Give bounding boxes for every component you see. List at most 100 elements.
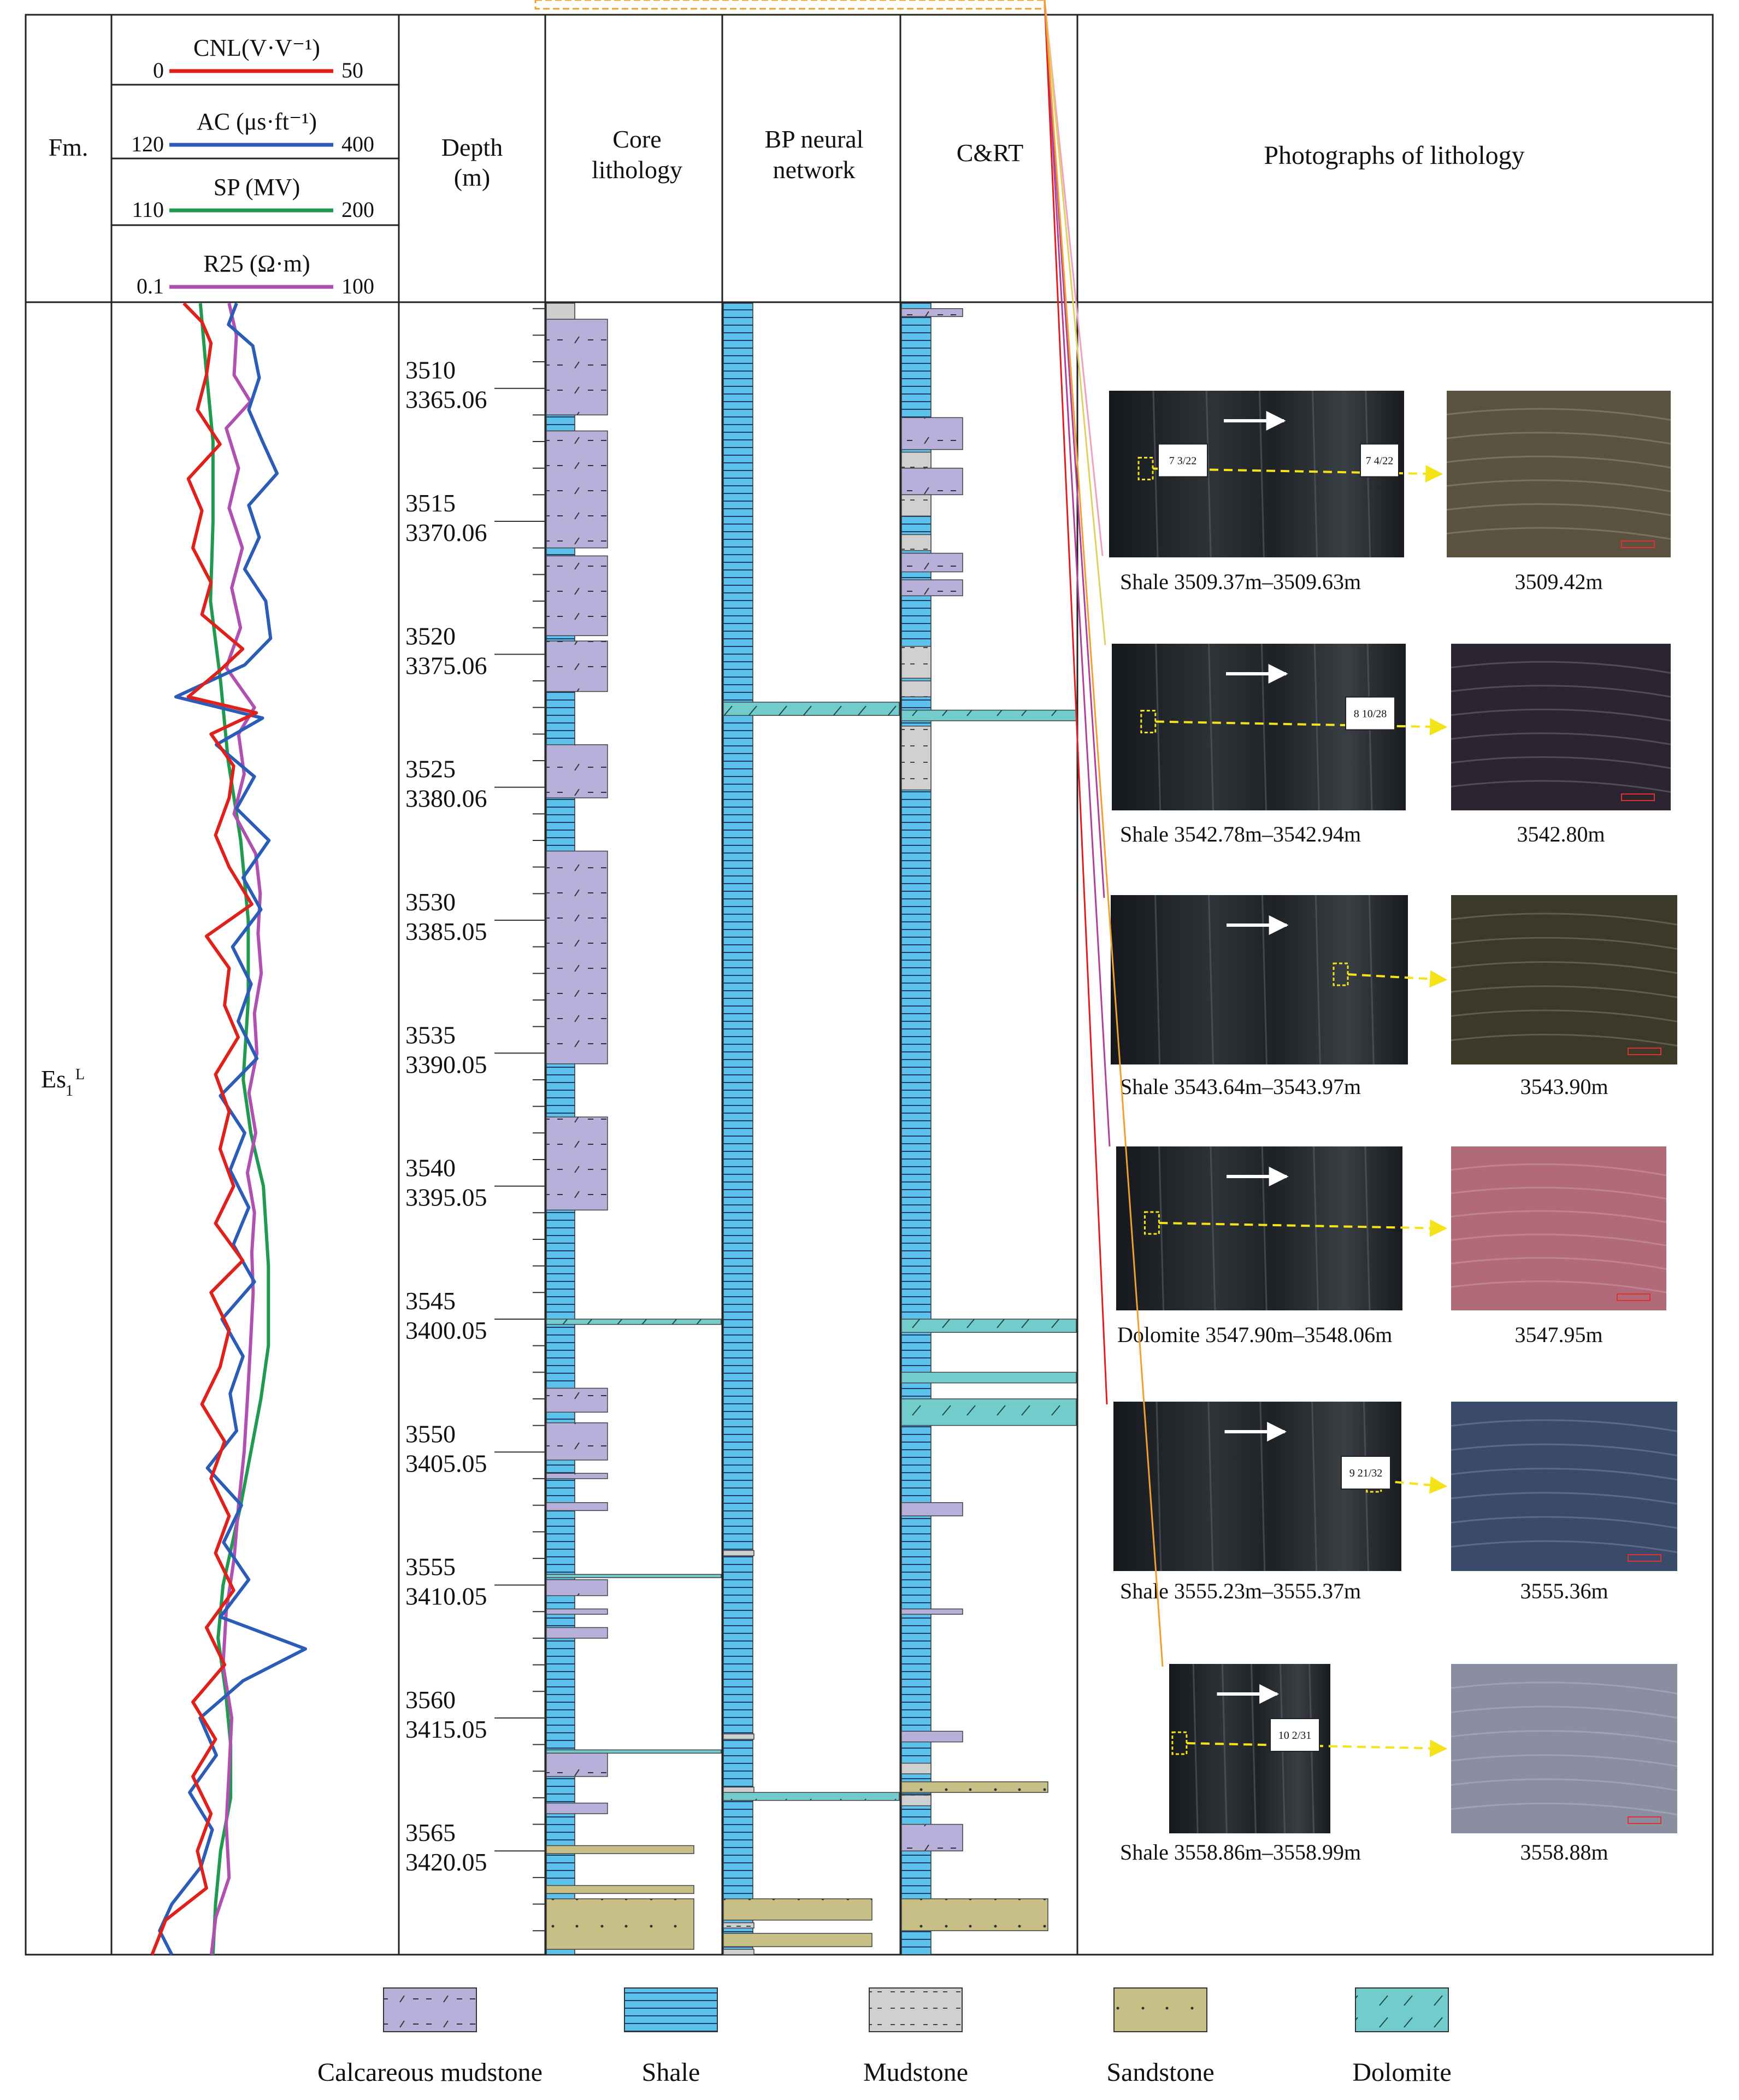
fm-header: Fm. [49, 133, 89, 161]
thin-section-band [1451, 708, 1671, 722]
thin-section-band [1451, 985, 1678, 998]
thin-section-band [1451, 1730, 1678, 1743]
thin-section-band [1451, 1516, 1678, 1529]
crt-bed-calc [901, 1502, 963, 1516]
log-curve-ac [158, 302, 307, 1956]
depth-tvd-label: 3405.05 [405, 1449, 487, 1477]
thin-section-band [1451, 1233, 1667, 1246]
log-legend-max: 100 [341, 274, 374, 298]
thin-section-band [1451, 1280, 1667, 1293]
crt-bed-dolo [901, 709, 1077, 721]
core-photo-streak [1154, 895, 1161, 1065]
thin-section-band [1451, 1033, 1678, 1047]
depth-tvd-label: 3370.06 [405, 519, 487, 546]
log-legend-name: SP (MV) [214, 174, 300, 201]
crt-bed-dolo [901, 1372, 1077, 1384]
scale-bar [1628, 1048, 1661, 1055]
depth-md-label: 3545 [405, 1287, 456, 1315]
scale-bar [1628, 1816, 1661, 1824]
thin-section-band [1451, 1210, 1667, 1223]
core-photo-streak [1205, 390, 1212, 558]
log-curve-cnl [150, 302, 258, 1956]
core-bed-calc [546, 1627, 608, 1639]
bp-bed-mud [723, 1922, 754, 1929]
depth-link-line [1044, 0, 1106, 645]
depth-link-line [1044, 0, 1104, 556]
thin-section-caption: 3543.90m [1520, 1074, 1608, 1099]
log-legend-max: 200 [341, 197, 374, 222]
bp-header-line2: network [773, 156, 856, 184]
crt-bed-calc [901, 579, 963, 597]
sample-link [1155, 717, 1448, 736]
core-photo-streak [1313, 643, 1320, 811]
crt-header: C&RT [957, 139, 1023, 167]
legend-swatch-dolo [1355, 1987, 1449, 2032]
sample-tag-text: 8 10/28 [1354, 708, 1387, 720]
depth-md-label: 3525 [405, 755, 456, 783]
thin-section-photo [1451, 1146, 1666, 1310]
depth-tvd-label: 3410.05 [405, 1583, 487, 1610]
log-legend-min: 0 [153, 58, 164, 83]
thin-section-photo [1451, 1664, 1677, 1833]
sample-tag [1270, 1718, 1320, 1752]
core-photo-caption: Shale 3509.37m–3509.63m [1120, 569, 1361, 594]
depth-md-label: 3530 [405, 888, 456, 916]
core-bed-calc [546, 744, 608, 798]
core-bed-calc [546, 850, 608, 1064]
thin-section-photo [1451, 1402, 1677, 1571]
core-photo-streak [1312, 390, 1318, 558]
core-photo-streak [1156, 1401, 1162, 1572]
thin-section-band [1451, 1802, 1678, 1816]
formation-sub: 1 [66, 1083, 73, 1099]
log-legend-name: R25 (Ω·m) [203, 250, 310, 277]
bp-bed-sand [723, 1898, 873, 1921]
core-photo-streak [1259, 1401, 1266, 1572]
core-photo-streak [1258, 390, 1265, 558]
depth-labels: 35103365.0635153370.0635203375.063525338… [405, 308, 545, 1932]
depth-tvd-label: 3400.05 [405, 1316, 487, 1344]
depth-link-line [1044, 0, 1111, 1147]
depth-link-box [534, 0, 1046, 10]
core-photo-streak [1261, 895, 1268, 1065]
depth-link-box [534, 0, 1046, 10]
thin-section-band [1451, 1705, 1678, 1719]
core-column-top [546, 303, 575, 320]
core-photo-streak [1364, 1146, 1371, 1311]
crt-bed-calc [901, 1731, 963, 1743]
core-bed-calc [546, 1387, 608, 1413]
legend-label: Shale [642, 2058, 700, 2087]
bp-bed-sand [723, 1933, 873, 1948]
scale-bar [1617, 1293, 1650, 1301]
crt-bed-mud [901, 451, 932, 469]
thin-section-band [1446, 408, 1671, 421]
sample-link [1381, 1476, 1448, 1494]
thin-section-band [1451, 1419, 1678, 1432]
legend-label: Mudstone [863, 2058, 968, 2087]
thin-section-band [1451, 1009, 1678, 1022]
thin-section-photo [1451, 644, 1671, 810]
core-photo-caption: Shale 3558.86m–3558.99m [1120, 1840, 1361, 1864]
core-bed-sand [546, 1885, 694, 1894]
core-bed-calc [546, 1422, 608, 1461]
core-header-line1: Core [612, 125, 661, 153]
core-photo-streak [1368, 895, 1375, 1065]
legend-label: Calcareous mudstone [317, 2058, 543, 2087]
core-photo-streak [1260, 643, 1267, 811]
core-bed-dolo [546, 1574, 722, 1578]
crt-bed-mud [901, 1762, 932, 1774]
thin-section-caption: 3558.88m [1520, 1840, 1608, 1864]
depth-link-box [534, 0, 1046, 10]
crt-bed-calc [901, 1823, 963, 1851]
thin-section-band [1446, 503, 1671, 516]
thin-section-band [1451, 1778, 1678, 1791]
core-bed-calc [546, 555, 608, 637]
core-bed-shale [546, 547, 575, 557]
core-bed-sand [546, 1845, 694, 1854]
